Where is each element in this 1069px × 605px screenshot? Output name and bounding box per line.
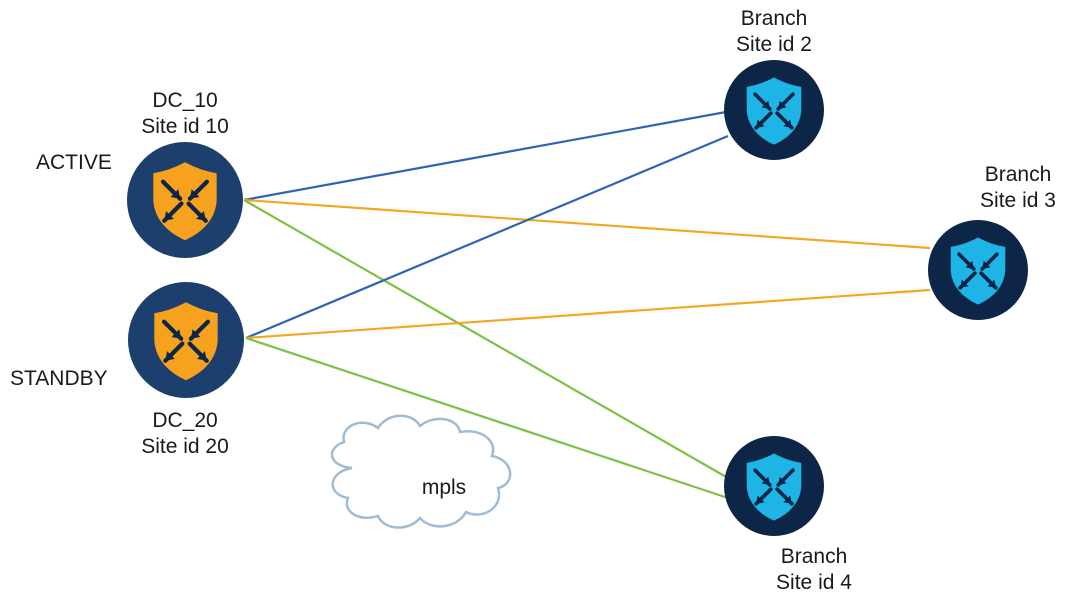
branch4-label: Branch Site id 4	[734, 544, 894, 596]
firewall-shield-icon	[746, 453, 802, 521]
link-dc10-br3	[243, 198, 931, 250]
dc20-state: STANDBY	[10, 367, 108, 390]
dc20-label: DC_20 Site id 20	[105, 408, 265, 460]
firewall-shield-icon	[746, 77, 802, 145]
firewall-shield-icon	[950, 237, 1006, 305]
dc20-site: Site id 20	[141, 435, 229, 458]
firewall-shield-icon	[154, 302, 218, 381]
link-dc20-br3	[245, 288, 931, 340]
branch-br3-node	[928, 220, 1028, 320]
dc10-state: ACTIVE	[36, 151, 112, 174]
link-dc20-br2	[245, 134, 729, 340]
mpls-cloud-icon	[331, 414, 512, 529]
branch-br2-node	[724, 60, 824, 160]
firewall-shield-icon	[153, 162, 217, 241]
branch3-name: Branch	[984, 163, 1052, 186]
nodes-layer	[127, 60, 1028, 536]
link-dc10-br4	[243, 199, 729, 479]
branch3-label: Branch Site id 3	[938, 162, 1069, 214]
links-layer	[243, 110, 931, 500]
branch-br4-node	[724, 436, 824, 536]
dc10-name: DC_10	[152, 89, 218, 112]
link-dc20-br4	[245, 336, 729, 500]
dc20-name: DC_20	[152, 409, 218, 432]
branch2-name: Branch	[740, 7, 808, 30]
hub-dc20-node	[128, 282, 244, 398]
dc10-site: Site id 10	[141, 115, 229, 138]
branch2-label: Branch Site id 2	[694, 6, 854, 58]
hub-dc10-node	[127, 142, 243, 258]
dc10-label: DC_10 Site id 10	[105, 88, 265, 140]
branch3-site: Site id 3	[980, 189, 1056, 212]
branch2-site: Site id 2	[736, 33, 812, 56]
branch4-name: Branch	[780, 545, 848, 568]
branch4-site: Site id 4	[776, 571, 852, 594]
link-dc10-br2	[243, 110, 727, 202]
mpls-label: mpls	[422, 476, 466, 499]
